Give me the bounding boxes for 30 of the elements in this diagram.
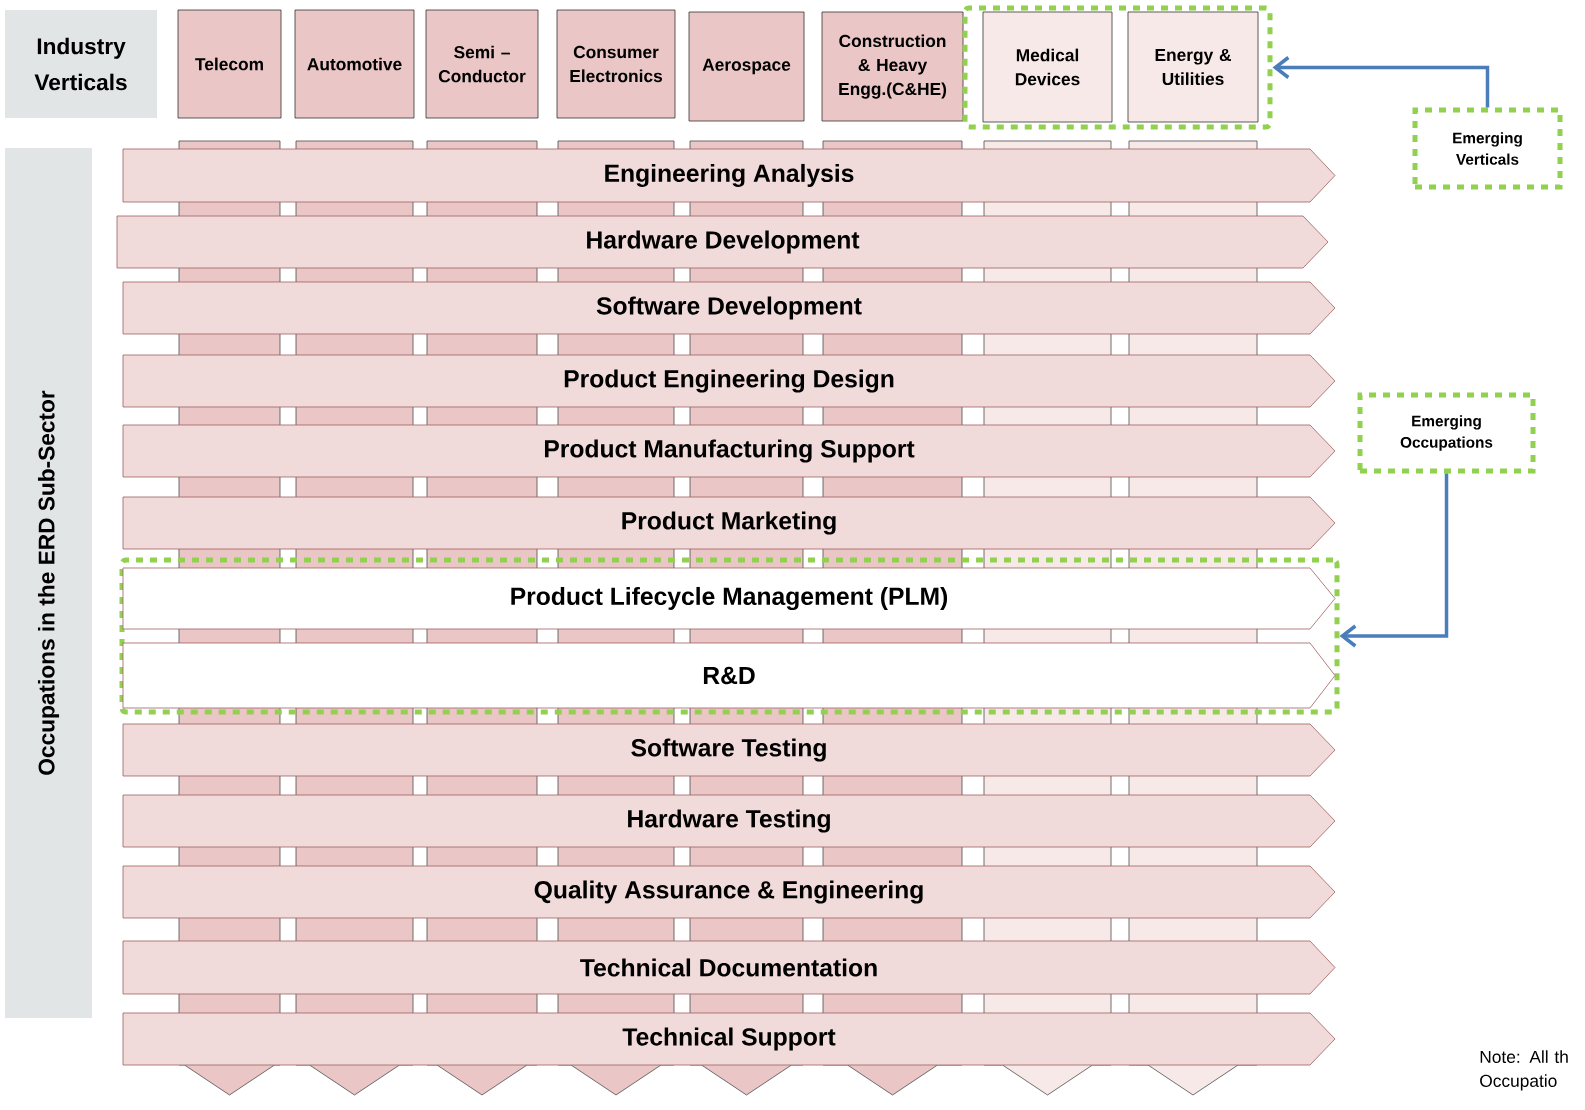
occupation-banner: Engineering Analysis bbox=[122, 148, 1336, 203]
occupation-banner: Technical Documentation bbox=[122, 940, 1336, 995]
occupation-banner: Technical Support bbox=[122, 1012, 1336, 1066]
callout-box: Emerging Occupations bbox=[1357, 392, 1536, 474]
vertical-box: Consumer Electronics bbox=[556, 9, 676, 119]
side-band: Occupations in the ERD Sub-Sector bbox=[5, 148, 92, 1018]
occupation-banner: R&D bbox=[122, 642, 1336, 709]
arrow bbox=[1272, 56, 1490, 108]
vertical-box: Construction & Heavy Engg.(C&HE) bbox=[821, 11, 964, 122]
dashed-outline bbox=[119, 557, 1340, 715]
occupation-banner: Quality Assurance & Engineering bbox=[122, 865, 1336, 919]
occupation-banner: Product Marketing bbox=[122, 496, 1336, 550]
occupation-banner: Software Testing bbox=[122, 723, 1336, 777]
occupation-banner: Product Lifecycle Management (PLM) bbox=[122, 567, 1336, 630]
arrow bbox=[1339, 473, 1449, 648]
callout-box: Emerging Verticals bbox=[1412, 107, 1563, 190]
vertical-box: Medical Devices bbox=[982, 11, 1113, 123]
occupation-banner: Product Engineering Design bbox=[122, 354, 1336, 408]
dashed-outline bbox=[962, 5, 1273, 130]
vertical-box: Telecom bbox=[177, 9, 282, 119]
occupation-banner: Hardware Testing bbox=[122, 794, 1336, 848]
header-box: Industry Verticals bbox=[5, 10, 157, 118]
occupation-banner: Hardware Development bbox=[116, 215, 1329, 269]
vertical-box: Automotive bbox=[294, 9, 415, 119]
occupation-banner: Software Development bbox=[122, 281, 1336, 335]
note-text: Note: All th Occupatio bbox=[1480, 1050, 1568, 1091]
vertical-box: Energy & Utilities bbox=[1127, 11, 1259, 123]
vertical-box: Aerospace bbox=[688, 11, 805, 122]
occupation-banner: Product Manufacturing Support bbox=[122, 424, 1336, 478]
vertical-box: Semi – Conductor bbox=[425, 9, 539, 119]
